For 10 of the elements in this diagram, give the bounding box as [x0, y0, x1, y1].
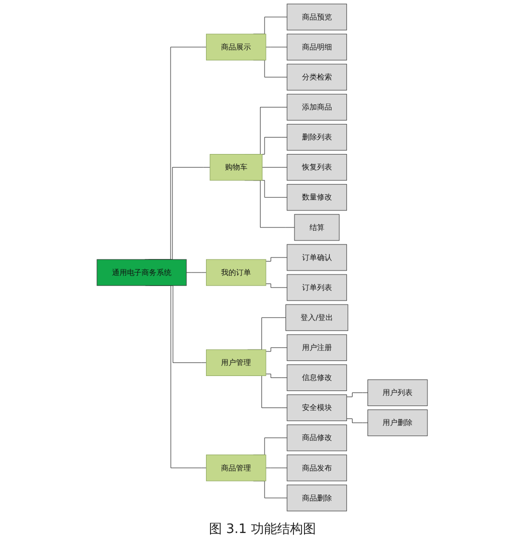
connector	[266, 347, 288, 352]
connector	[266, 284, 288, 288]
connector	[346, 418, 368, 424]
connector	[262, 167, 288, 168]
connector	[266, 46, 288, 48]
connector	[346, 392, 368, 398]
connector	[266, 257, 288, 262]
connector	[266, 374, 288, 378]
connector	[186, 272, 207, 273]
caption: 图 3.1 功能结构图	[209, 522, 316, 537]
